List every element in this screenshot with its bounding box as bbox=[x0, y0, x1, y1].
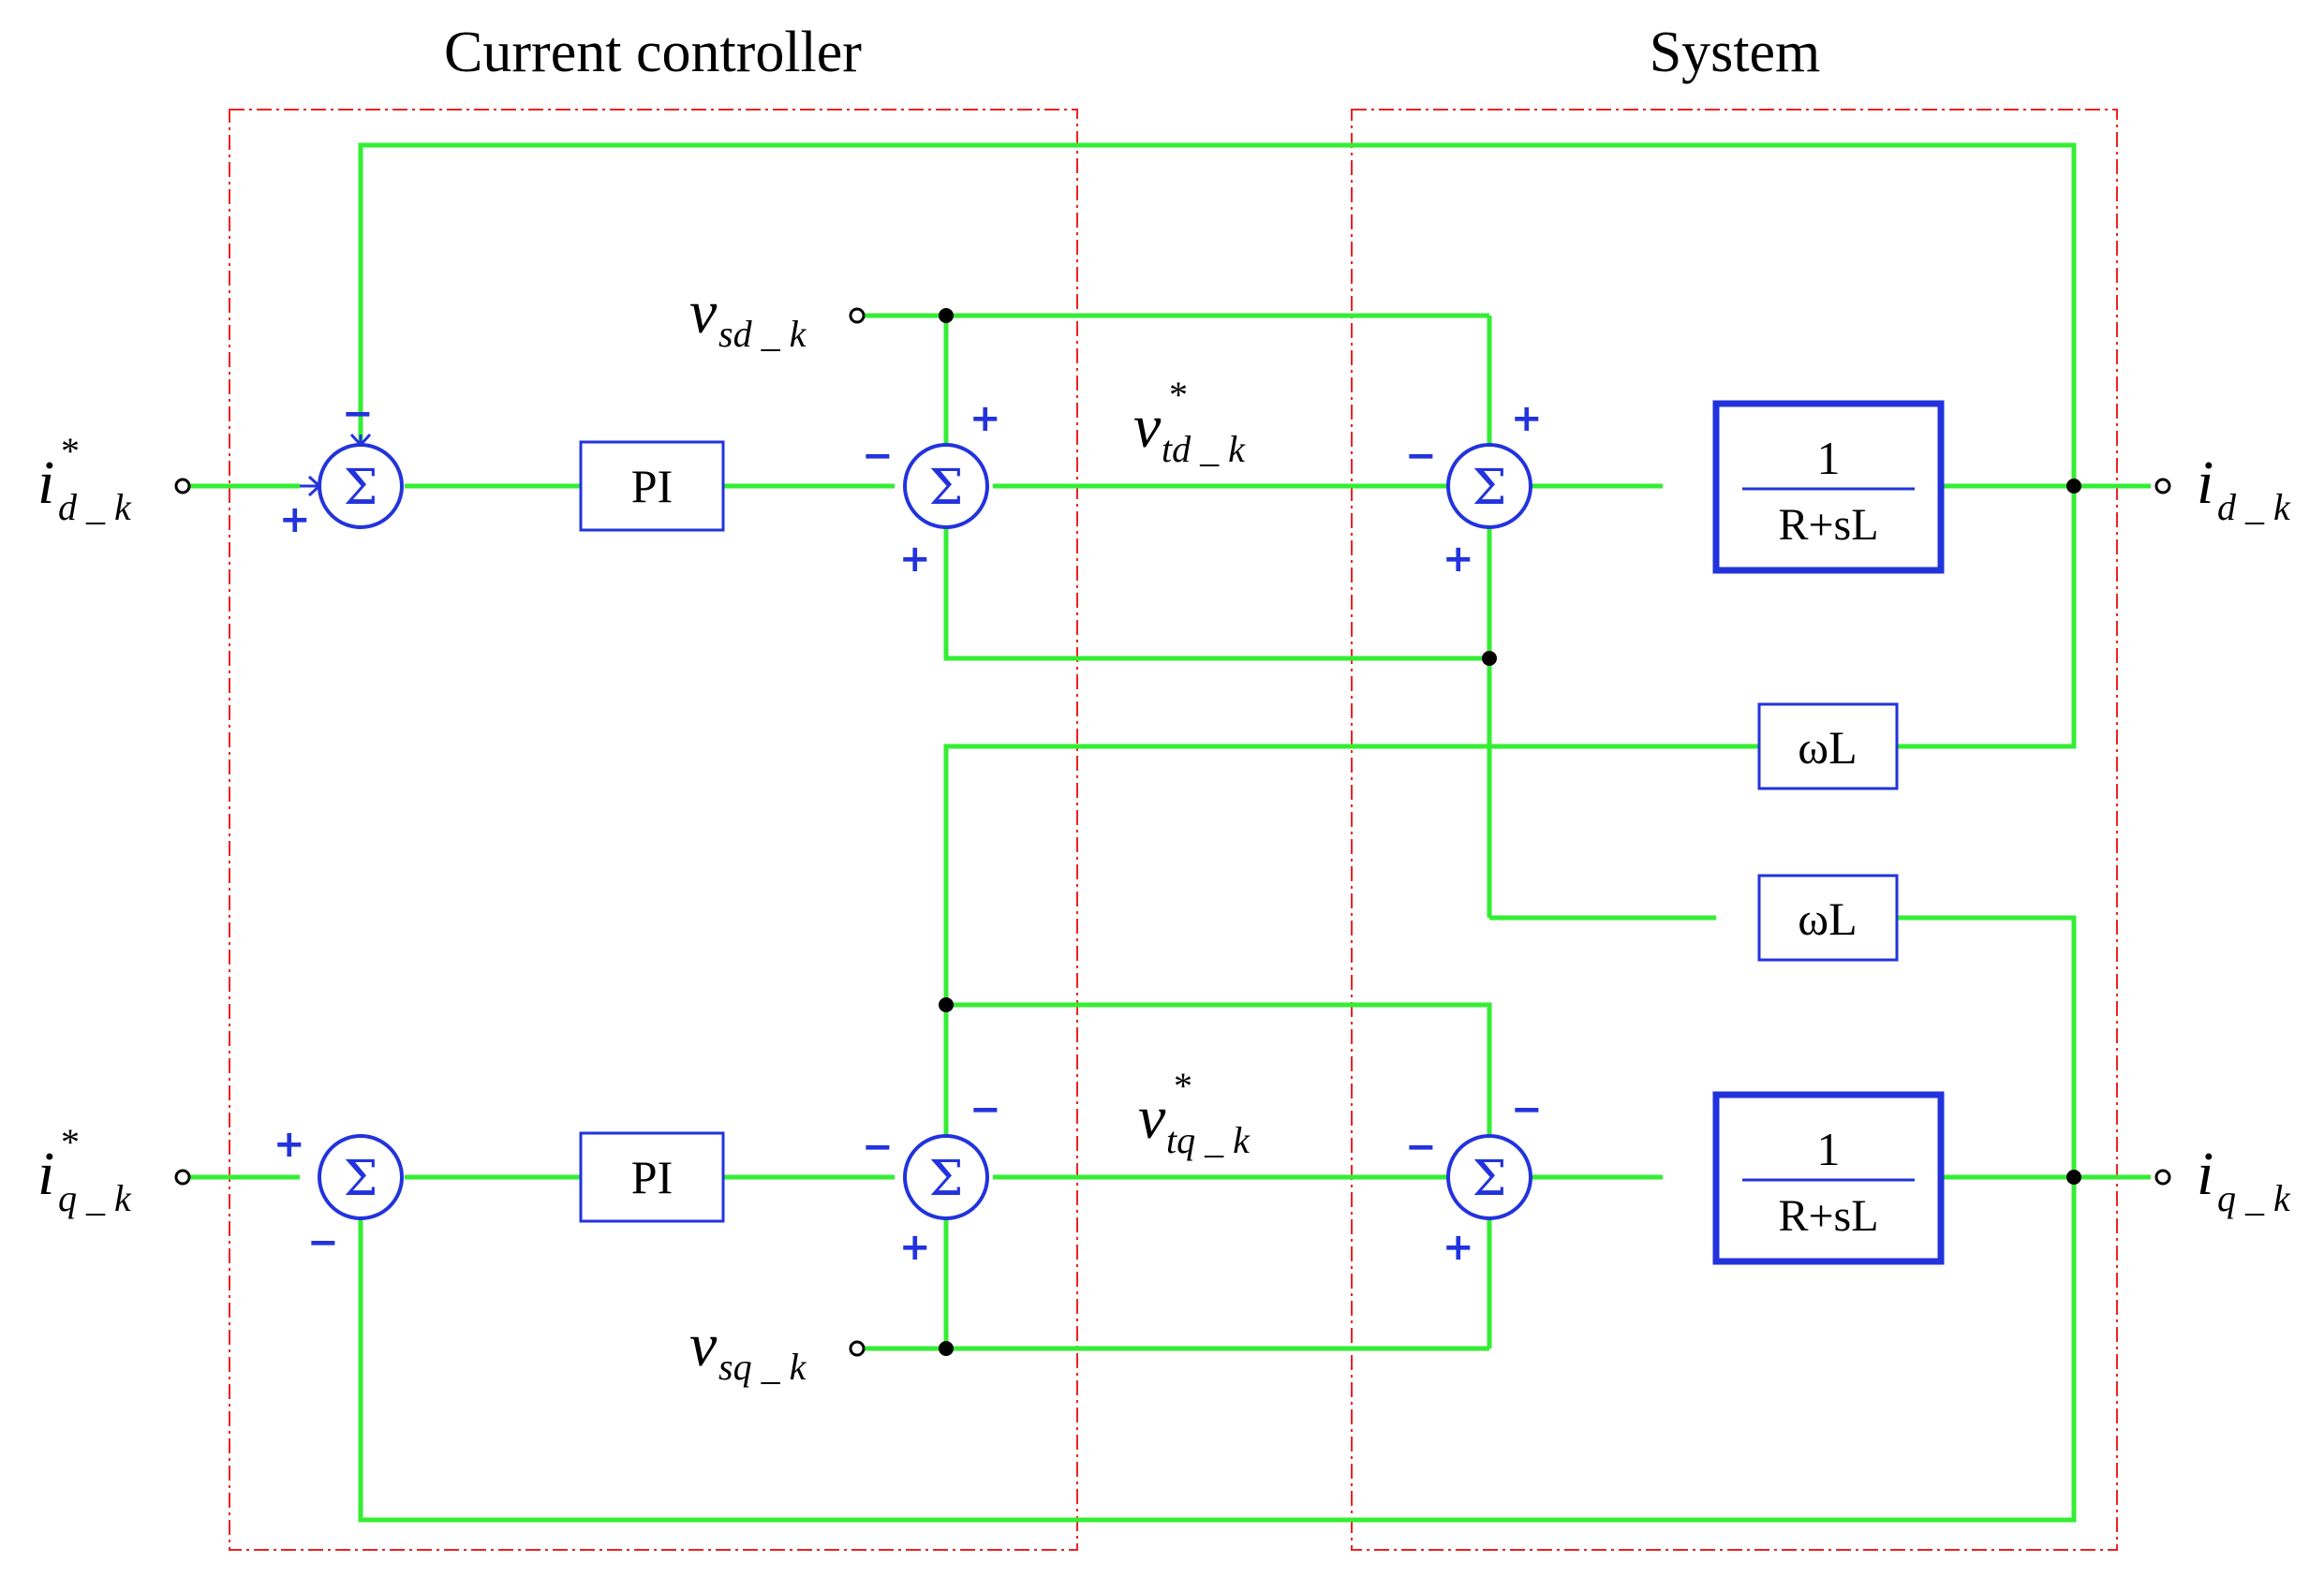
label-vtq: v * tq _ k bbox=[1138, 1065, 1251, 1161]
svg-text:ωL: ωL bbox=[1798, 892, 1857, 945]
svg-text:−: − bbox=[1511, 1088, 1543, 1131]
svg-text:v: v bbox=[1133, 392, 1162, 461]
svg-text:Σ: Σ bbox=[1473, 460, 1507, 516]
pi-block-q: PI bbox=[579, 1131, 725, 1223]
svg-text:−: − bbox=[1405, 1126, 1437, 1169]
svg-text:1: 1 bbox=[1817, 1123, 1841, 1175]
omega-l-block-bottom: ωL bbox=[1757, 874, 1899, 962]
svg-text:sd _ k: sd _ k bbox=[718, 313, 807, 355]
svg-text:Σ: Σ bbox=[344, 460, 378, 516]
label-iq-ref: i * q _ k bbox=[37, 1121, 132, 1219]
label-vsd: v sd _ k bbox=[689, 278, 807, 355]
junctions bbox=[939, 308, 2081, 1356]
svg-text:−: − bbox=[1405, 435, 1437, 478]
current-controller-title: Current controller bbox=[444, 21, 862, 84]
svg-text:1: 1 bbox=[1817, 432, 1841, 484]
svg-text:R+sL: R+sL bbox=[1778, 1191, 1878, 1241]
plant-block-q: 1 R+sL bbox=[1712, 1091, 1945, 1265]
svg-text:Σ: Σ bbox=[929, 460, 964, 516]
svg-text:−: − bbox=[970, 1088, 1001, 1131]
svg-text:Σ: Σ bbox=[344, 1151, 378, 1207]
svg-text:i: i bbox=[37, 449, 54, 517]
port-vsq bbox=[849, 1340, 866, 1357]
summer-d-controller: Σ − + bbox=[279, 392, 404, 541]
svg-text:+: + bbox=[899, 538, 931, 581]
svg-text:PI: PI bbox=[631, 460, 673, 512]
svg-text:Σ: Σ bbox=[929, 1151, 964, 1207]
svg-text:i: i bbox=[2197, 449, 2213, 517]
port-id-ref bbox=[174, 478, 191, 494]
svg-text:−: − bbox=[307, 1221, 339, 1264]
svg-text:td _ k: td _ k bbox=[1162, 428, 1246, 470]
system-frame bbox=[1351, 109, 2118, 1551]
svg-text:−: − bbox=[862, 1126, 894, 1169]
svg-text:Σ: Σ bbox=[1473, 1151, 1507, 1207]
svg-text:i: i bbox=[2197, 1140, 2213, 1208]
summer-q-controller: Σ + − bbox=[274, 1123, 404, 1264]
svg-text:*: * bbox=[61, 1121, 80, 1163]
port-iq-ref bbox=[174, 1169, 191, 1186]
svg-text:PI: PI bbox=[631, 1151, 673, 1203]
svg-text:+: + bbox=[970, 397, 1001, 440]
label-vtd: v * td _ k bbox=[1133, 374, 1246, 470]
label-vsq: v sq _ k bbox=[689, 1311, 807, 1388]
current-controller-frame bbox=[229, 109, 1078, 1551]
svg-text:+: + bbox=[1511, 397, 1543, 440]
svg-text:+: + bbox=[1443, 1226, 1474, 1269]
svg-text:i: i bbox=[37, 1140, 54, 1208]
label-iq: i q _ k bbox=[2197, 1140, 2291, 1219]
wires bbox=[185, 142, 2151, 1523]
svg-text:R+sL: R+sL bbox=[1778, 500, 1878, 550]
svg-text:d _ k: d _ k bbox=[2217, 486, 2291, 528]
summer-q-decouple: Σ − − + bbox=[862, 1088, 1001, 1269]
svg-text:+: + bbox=[899, 1226, 931, 1269]
summer-d-decouple: Σ − + + bbox=[862, 397, 1001, 581]
label-id-ref: i * d _ k bbox=[37, 430, 132, 528]
port-id bbox=[2154, 478, 2171, 494]
svg-text:+: + bbox=[274, 1123, 305, 1166]
system-title: System bbox=[1650, 21, 1821, 84]
svg-text:tq _ k: tq _ k bbox=[1166, 1119, 1251, 1161]
svg-text:+: + bbox=[279, 498, 311, 541]
svg-text:q _ k: q _ k bbox=[2217, 1177, 2291, 1219]
svg-text:*: * bbox=[61, 430, 80, 472]
label-id: i d _ k bbox=[2197, 449, 2291, 528]
svg-text:v: v bbox=[689, 1311, 718, 1379]
plant-block-d: 1 R+sL bbox=[1712, 400, 1945, 574]
svg-text:ωL: ωL bbox=[1798, 721, 1857, 774]
svg-text:sq _ k: sq _ k bbox=[718, 1346, 807, 1388]
ports bbox=[174, 307, 2171, 1357]
pi-block-d: PI bbox=[579, 440, 725, 532]
omega-l-block-top: ωL bbox=[1757, 702, 1899, 790]
svg-text:v: v bbox=[1138, 1083, 1166, 1152]
svg-text:v: v bbox=[689, 278, 718, 346]
svg-text:*: * bbox=[1169, 374, 1188, 416]
svg-text:−: − bbox=[862, 435, 894, 478]
svg-text:−: − bbox=[342, 392, 374, 435]
summer-q-system: Σ − − + bbox=[1405, 1088, 1543, 1269]
port-vsd bbox=[849, 307, 866, 324]
svg-text:q _ k: q _ k bbox=[58, 1177, 132, 1219]
port-iq bbox=[2154, 1169, 2171, 1186]
svg-text:*: * bbox=[1174, 1065, 1192, 1107]
svg-text:+: + bbox=[1443, 538, 1474, 581]
summer-d-system: Σ − + + bbox=[1405, 397, 1543, 581]
svg-text:d _ k: d _ k bbox=[58, 486, 132, 528]
